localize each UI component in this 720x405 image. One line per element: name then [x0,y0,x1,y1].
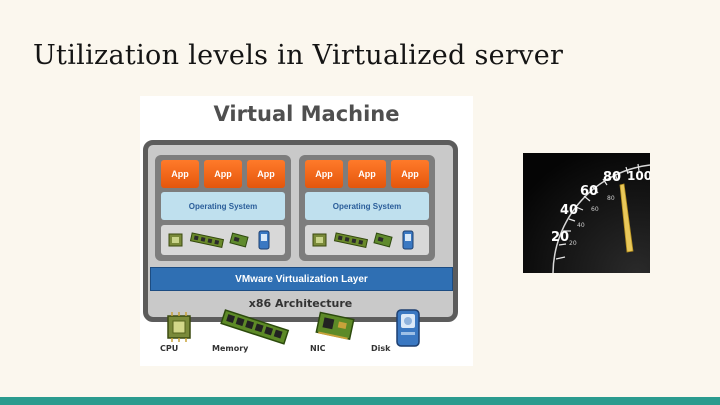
app-row: App App App [305,160,429,188]
gauge-arc [552,164,650,273]
gauge-needle [619,183,634,253]
os-box: Operating System [161,192,285,220]
tick-label-20: 20 [551,230,569,245]
vm-right: App App App Operating System [299,155,435,261]
vm-left: App App App Operating System [155,155,291,261]
inner-tick-80: 80 [607,195,615,202]
gauge-tick-marks [555,163,640,260]
memory-icon [333,232,369,249]
app-box: App [305,160,343,188]
nic-icon [229,232,249,248]
architecture-label: x86 Architecture [248,297,353,310]
memory-icon [220,309,290,345]
virtual-hardware-row [161,225,285,255]
app-box: App [247,160,285,188]
chip-core-icon [316,237,323,243]
tick-label-40: 40 [560,203,578,218]
virtual-hardware-icons [168,230,270,250]
app-box: App [161,160,199,188]
app-box: App [204,160,242,188]
inner-tick-60: 60 [591,206,599,213]
virtual-hardware-row [305,225,429,255]
hw-label-memory: Memory [212,344,249,353]
inner-tick-20: 20 [569,240,577,247]
hw-label-cpu: CPU [160,344,179,353]
app-row: App App App [161,160,285,188]
speedometer-image: 20 40 60 80 100 20 40 60 80 [523,153,650,273]
app-box: App [391,160,429,188]
virtual-hardware-icons [312,230,414,250]
disk-icon [396,309,420,347]
virtualization-layer: VMware Virtualization Layer [150,267,453,291]
speedometer-gauge: 20 40 60 80 100 20 40 60 80 [523,153,650,273]
app-box: App [348,160,386,188]
diagram-title: Virtual Machine [213,102,400,126]
cpu-icon [167,312,191,342]
inner-tick-40: 40 [577,222,585,229]
host-box: App App App Operating System [143,140,458,322]
gauge-face [523,153,650,273]
nic-icon [315,311,355,340]
tick-label-60: 60 [580,184,598,199]
tick-label-80: 80 [603,170,621,185]
bottom-accent-bar [0,397,720,405]
os-box: Operating System [305,192,429,220]
tick-label-100: 100 [627,169,650,183]
hw-label-disk: Disk [371,344,391,353]
slide-title: Utilization levels in Virtualized server [33,40,564,71]
hw-label-nic: NIC [310,344,326,353]
chip-core-icon [172,237,179,243]
memory-icon [189,232,225,249]
virtual-machine-diagram: Virtual Machine App App App Operating Sy… [140,96,473,366]
nic-icon [373,232,393,248]
